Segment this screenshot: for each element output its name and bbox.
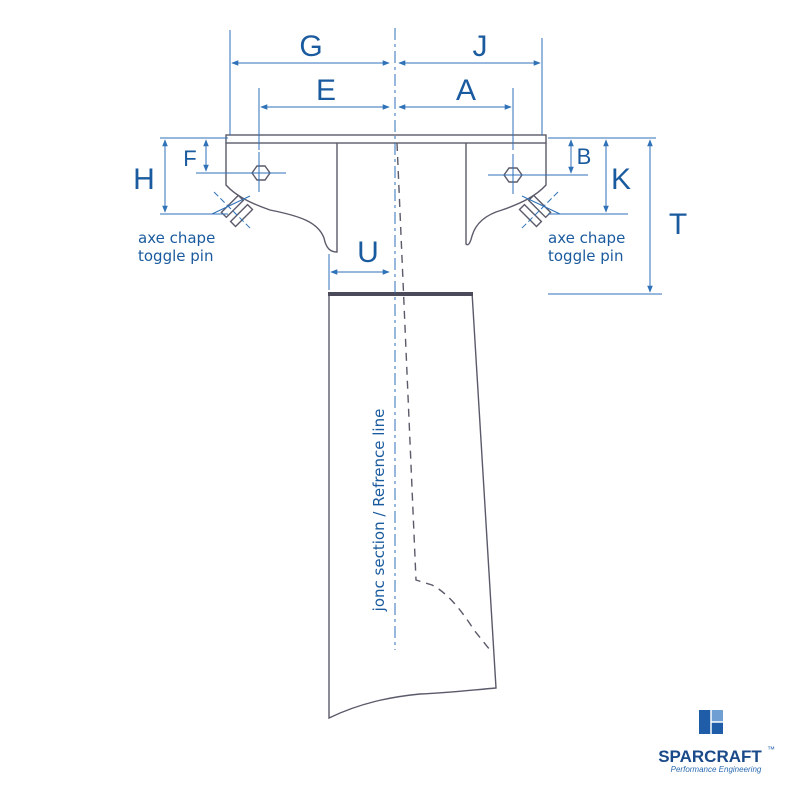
brand-tagline: Performance Engineering [671,765,762,774]
brand-name: SPARCRAFT [658,747,762,766]
dim-label-A: A [456,74,476,107]
dimension-lines [162,60,653,293]
left-bracket [225,143,338,253]
dim-label-J: J [473,30,488,63]
dim-label-T: T [669,208,687,241]
mast-section-outline [328,291,497,720]
right-pin-label-line1: axe chape [548,229,625,247]
dim-label-B: B [577,144,592,169]
left-toggle-pin-icon [211,191,254,231]
left-pin-label-line1: axe chape [138,229,215,247]
extension-lines [160,30,662,295]
hidden-profile-dashed [396,142,491,651]
mast-foot-outline [225,134,547,720]
top-plate [225,134,547,144]
dim-label-E: E [316,74,336,107]
right-pin-label-line2: toggle pin [548,247,623,265]
right-toggle-pin-icon [518,191,561,231]
dim-label-H: H [133,163,155,196]
brand-trademark: ™ [767,745,775,754]
dim-label-F: F [183,146,196,171]
sparcraft-logo: SPARCRAFT ™ Performance Engineering [658,710,775,774]
dim-label-K: K [611,163,631,196]
right-bolt [488,154,538,194]
right-bracket [465,143,547,246]
dim-label-U: U [357,236,379,269]
reference-line-label: jonc section / Refrence line [370,409,388,613]
left-bolt [236,152,286,192]
logo-mark-icon [699,710,723,734]
dim-label-G: G [299,30,322,63]
left-pin-label-line2: toggle pin [138,247,213,265]
